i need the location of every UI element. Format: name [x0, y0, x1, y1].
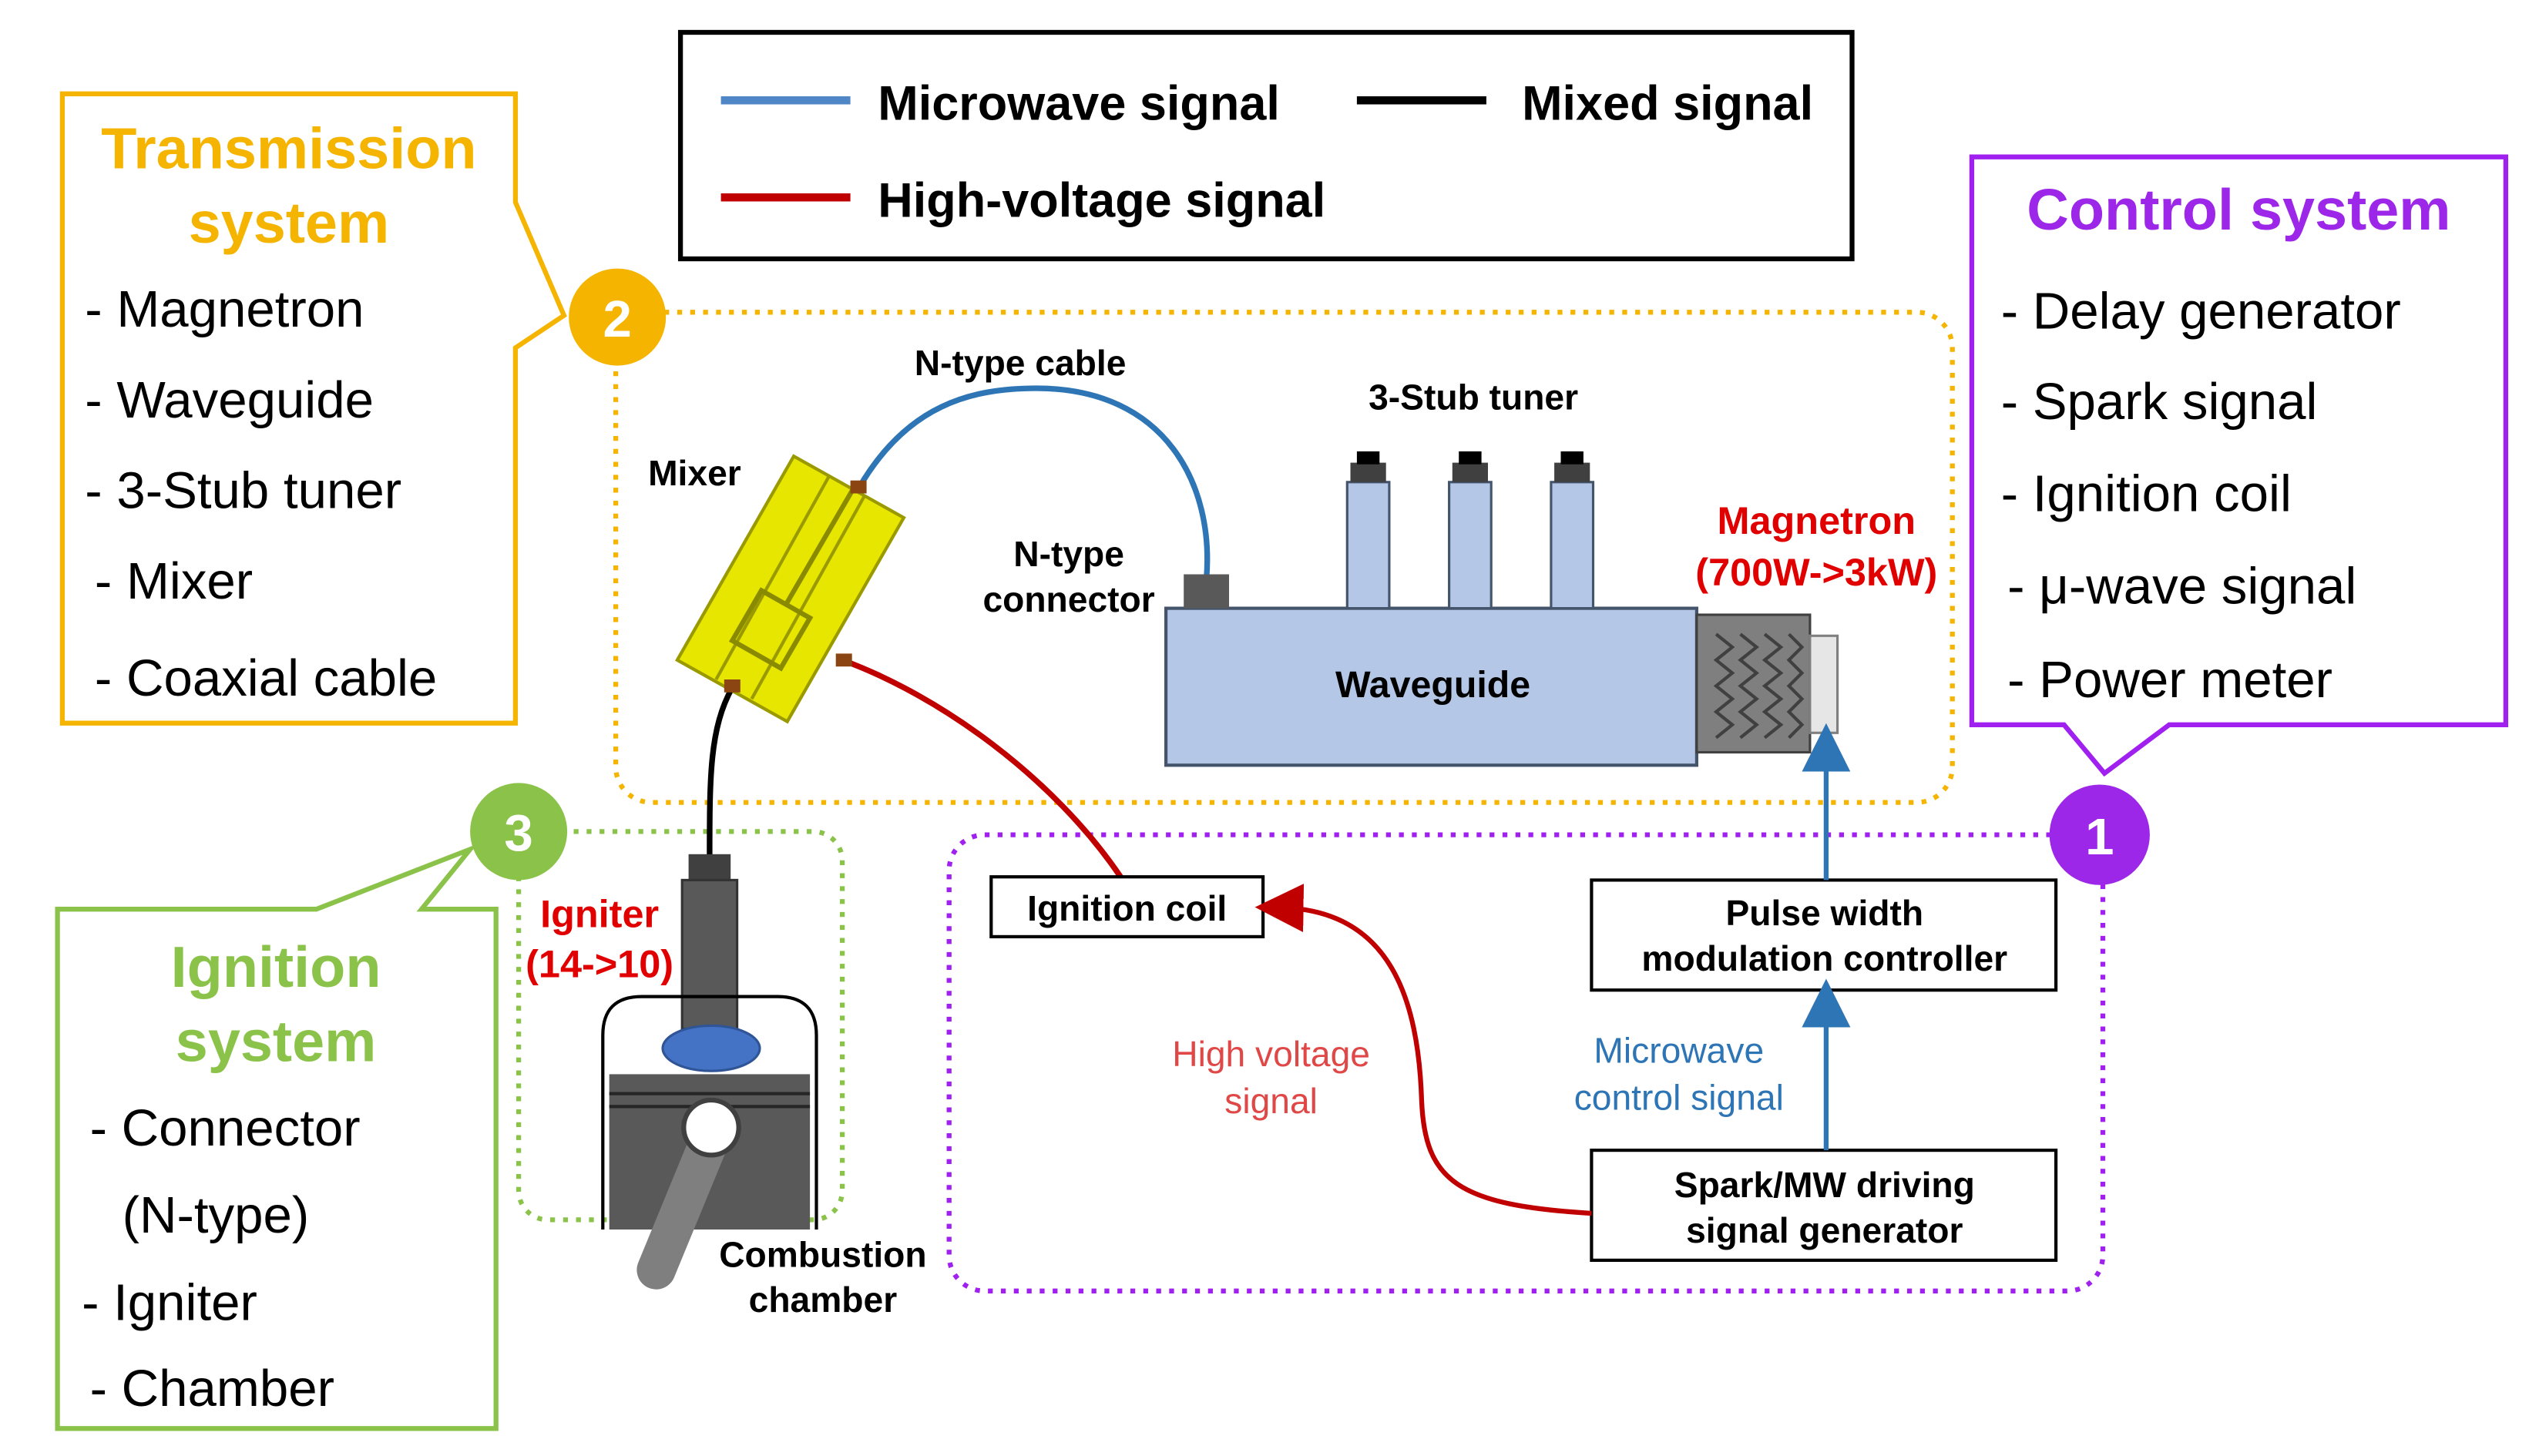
- legend: Microwave signal Mixed signal High-volta…: [677, 29, 1855, 262]
- svg-text:signal generator: signal generator: [1686, 1210, 1963, 1250]
- magnetron-label: Magnetron: [1718, 498, 1916, 542]
- ignition-coil-box: Ignition coil: [989, 875, 1265, 938]
- ignition-title-line1: Ignition: [171, 935, 381, 1000]
- mixer-to-ignition-coil-wire: [841, 657, 1123, 879]
- magnetron-power-label: (700W->3kW): [1695, 550, 1937, 594]
- combustion-chamber-label-line2: chamber: [749, 1280, 898, 1320]
- high-voltage-arrow: [1254, 884, 1592, 1216]
- badge-control: 1: [2049, 784, 2150, 885]
- ignition-item: - Connector: [90, 1099, 361, 1157]
- control-item: - μ-wave signal: [2007, 557, 2356, 615]
- transmission-title-line2: system: [189, 191, 390, 256]
- ignition-title-line2: system: [176, 1010, 377, 1075]
- combustion-chamber: [601, 995, 818, 1290]
- transmission-item: - Mixer: [95, 552, 253, 610]
- high-voltage-signal-label-line2: signal: [1224, 1081, 1318, 1121]
- n-type-cable: [855, 385, 1211, 580]
- transmission-region: [613, 310, 1955, 805]
- svg-text:modulation controller: modulation controller: [1641, 938, 2007, 978]
- ignition-callout: Ignition system - Connector (N-type) - I…: [55, 844, 499, 1431]
- badge-ignition: 3: [470, 783, 568, 881]
- igniter: [680, 854, 739, 1046]
- magnetron: [1695, 613, 1839, 754]
- mixer-label: Mixer: [648, 453, 741, 493]
- three-stub-tuner-label: 3-Stub tuner: [1369, 377, 1578, 417]
- high-voltage-signal-label-line1: High voltage: [1172, 1034, 1370, 1074]
- n-type-connector-label-line1: N-type: [1013, 534, 1124, 574]
- waveguide: Waveguide: [1164, 574, 1698, 767]
- control-item: - Delay generator: [2001, 282, 2401, 340]
- control-item: - Spark signal: [2001, 373, 2318, 431]
- mixer: [675, 454, 906, 724]
- legend-high-voltage-label: High-voltage signal: [878, 173, 1325, 227]
- three-stub-tuner: [1345, 451, 1595, 610]
- svg-text:2: 2: [603, 290, 632, 348]
- svg-text:Spark/MW driving: Spark/MW driving: [1674, 1165, 1975, 1205]
- transmission-item: - Waveguide: [85, 371, 374, 429]
- pulse-width-modulation-controller-box: Pulse width modulation controller: [1590, 878, 2058, 992]
- n-type-connector-label-line2: connector: [982, 579, 1154, 619]
- mixer-to-igniter-cable: [707, 686, 735, 858]
- transmission-callout: Transmission system - Magnetron - Wavegu…: [59, 91, 567, 726]
- transmission-item: - Magnetron: [85, 280, 364, 338]
- control-item: - Ignition coil: [2001, 465, 2292, 523]
- spark-mw-signal-generator-box: Spark/MW driving signal generator: [1590, 1149, 2058, 1262]
- igniter-label: Igniter: [540, 891, 659, 935]
- transmission-item: - 3-Stub tuner: [85, 461, 401, 519]
- svg-text:Ignition coil: Ignition coil: [1027, 888, 1227, 928]
- legend-microwave-label: Microwave signal: [878, 76, 1280, 130]
- svg-text:Pulse width: Pulse width: [1725, 893, 1923, 933]
- legend-mixed-label: Mixed signal: [1522, 76, 1813, 130]
- control-title: Control system: [2027, 178, 2450, 243]
- ignition-item: (N-type): [123, 1186, 310, 1244]
- microwave-control-signal-label-line1: Microwave: [1594, 1031, 1764, 1071]
- ignition-item: - Chamber: [90, 1360, 334, 1417]
- microwave-control-signal-label-line2: control signal: [1574, 1078, 1784, 1118]
- transmission-item: - Coaxial cable: [95, 649, 437, 707]
- ignition-item: - Igniter: [82, 1274, 257, 1332]
- transmission-title-line1: Transmission: [101, 116, 476, 181]
- badge-transmission: 2: [569, 268, 667, 366]
- control-callout: Control system - Delay generator - Spark…: [1969, 154, 2509, 777]
- control-item: - Power meter: [2007, 651, 2332, 709]
- n-type-cable-label: N-type cable: [915, 343, 1127, 383]
- svg-text:1: 1: [2085, 808, 2114, 866]
- svg-text:3: 3: [504, 805, 532, 863]
- combustion-chamber-label-line1: Combustion: [719, 1234, 926, 1274]
- waveguide-label: Waveguide: [1335, 664, 1530, 706]
- igniter-spec-label: (14->10): [526, 941, 673, 985]
